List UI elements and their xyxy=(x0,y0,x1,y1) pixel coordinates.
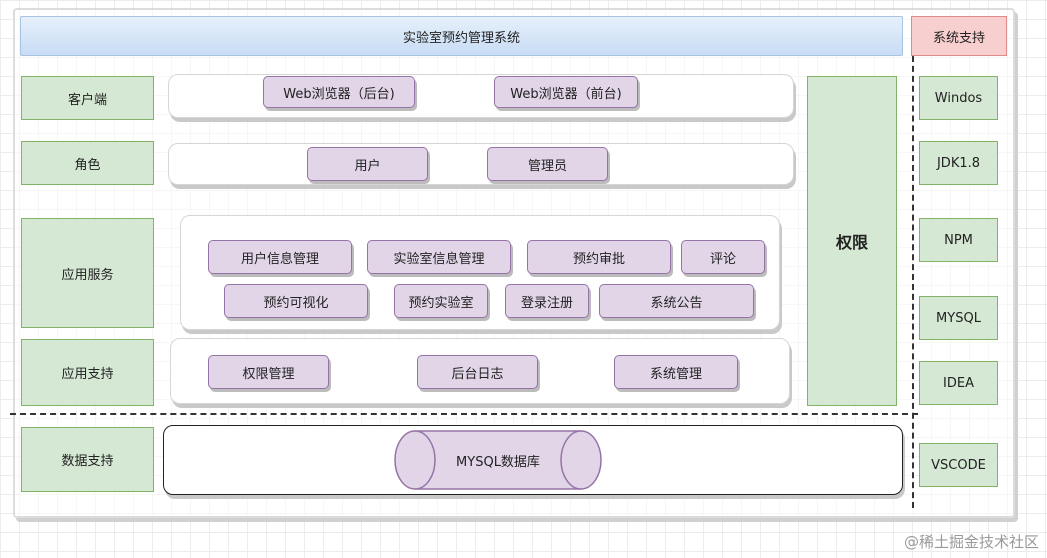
role-item-label: 用户 xyxy=(354,158,381,174)
support-system-mgmt: 系统管理 xyxy=(614,355,738,389)
service-reservation-approval: 预约审批 xyxy=(527,240,671,274)
support-env-label: MYSQL xyxy=(936,310,981,326)
support-env-label: JDK1.8 xyxy=(936,155,981,171)
service-system-announcement: 系统公告 xyxy=(599,284,754,318)
support-item-label: 后台日志 xyxy=(451,366,504,382)
layer-app-support-label: 应用支持 xyxy=(61,367,114,382)
layer-client-label: 客户端 xyxy=(67,92,107,108)
service-item-label: 预约审批 xyxy=(572,251,625,267)
service-item-label: 实验室信息管理 xyxy=(393,251,485,267)
support-item-label: 系统管理 xyxy=(649,366,702,382)
service-login-register: 登录注册 xyxy=(505,284,589,318)
service-item-label: 评论 xyxy=(709,251,736,267)
support-item-windows: Windos xyxy=(919,76,998,120)
watermark-text: @稀土掘金技术社区 xyxy=(903,533,1039,551)
support-permission-mgmt: 权限管理 xyxy=(208,355,329,389)
support-env-label: Windos xyxy=(934,90,983,106)
service-item-label: 登录注册 xyxy=(520,295,573,311)
support-item-mysql: MYSQL xyxy=(919,296,998,340)
system-title-text: 实验室预约管理系统 xyxy=(402,30,520,46)
service-reservation-visualization: 预约可视化 xyxy=(224,284,368,318)
support-title: 系统支持 xyxy=(911,16,1007,56)
layer-data-support: 数据支持 xyxy=(21,427,154,492)
support-item-jdk: JDK1.8 xyxy=(919,141,998,185)
role-panel xyxy=(168,143,794,185)
service-item-label: 用户信息管理 xyxy=(240,251,319,267)
support-item-idea: IDEA xyxy=(919,361,998,405)
database-label-text: MYSQL数据库 xyxy=(456,454,540,470)
support-backend-log: 后台日志 xyxy=(417,355,538,389)
data-layer-separator xyxy=(10,413,918,415)
service-user-info-mgmt: 用户信息管理 xyxy=(208,240,352,274)
database-cylinder-icon xyxy=(394,430,602,490)
support-column-separator xyxy=(912,56,914,508)
service-item-label: 预约实验室 xyxy=(408,295,474,311)
role-user: 用户 xyxy=(307,147,428,181)
permission-block: 权限 xyxy=(807,76,897,406)
service-reserve-lab: 预约实验室 xyxy=(394,284,488,318)
support-title-text: 系统支持 xyxy=(932,30,985,46)
permission-label: 权限 xyxy=(835,233,868,252)
layer-app-service: 应用服务 xyxy=(21,218,154,328)
support-item-label: 权限管理 xyxy=(242,366,295,382)
layer-app-service-label: 应用服务 xyxy=(61,267,114,283)
client-item-label: Web浏览器（前台) xyxy=(510,86,622,102)
watermark: @稀土掘金技术社区 xyxy=(904,531,1039,552)
layer-app-support: 应用支持 xyxy=(21,339,154,406)
support-item-vscode: VSCODE xyxy=(919,443,998,487)
service-comment: 评论 xyxy=(681,240,765,274)
client-item-label: Web浏览器（后台) xyxy=(283,86,395,102)
client-web-browser-backend: Web浏览器（后台) xyxy=(263,76,415,108)
client-panel xyxy=(168,74,794,118)
support-env-label: NPM xyxy=(944,232,973,248)
database-label: MYSQL数据库 xyxy=(433,429,563,491)
role-admin: 管理员 xyxy=(487,147,608,181)
support-env-label: VSCODE xyxy=(931,457,986,473)
support-env-label: IDEA xyxy=(943,375,974,391)
service-item-label: 系统公告 xyxy=(650,295,703,311)
layer-role: 角色 xyxy=(21,141,154,185)
layer-data-support-label: 数据支持 xyxy=(61,454,114,469)
service-lab-info-mgmt: 实验室信息管理 xyxy=(367,240,511,274)
system-title: 实验室预约管理系统 xyxy=(20,16,903,56)
layer-role-label: 角色 xyxy=(74,157,101,173)
role-item-label: 管理员 xyxy=(527,158,567,174)
support-item-npm: NPM xyxy=(919,218,998,262)
layer-client: 客户端 xyxy=(21,76,154,120)
service-item-label: 预约可视化 xyxy=(263,295,329,311)
client-web-browser-frontend: Web浏览器（前台) xyxy=(494,76,638,108)
